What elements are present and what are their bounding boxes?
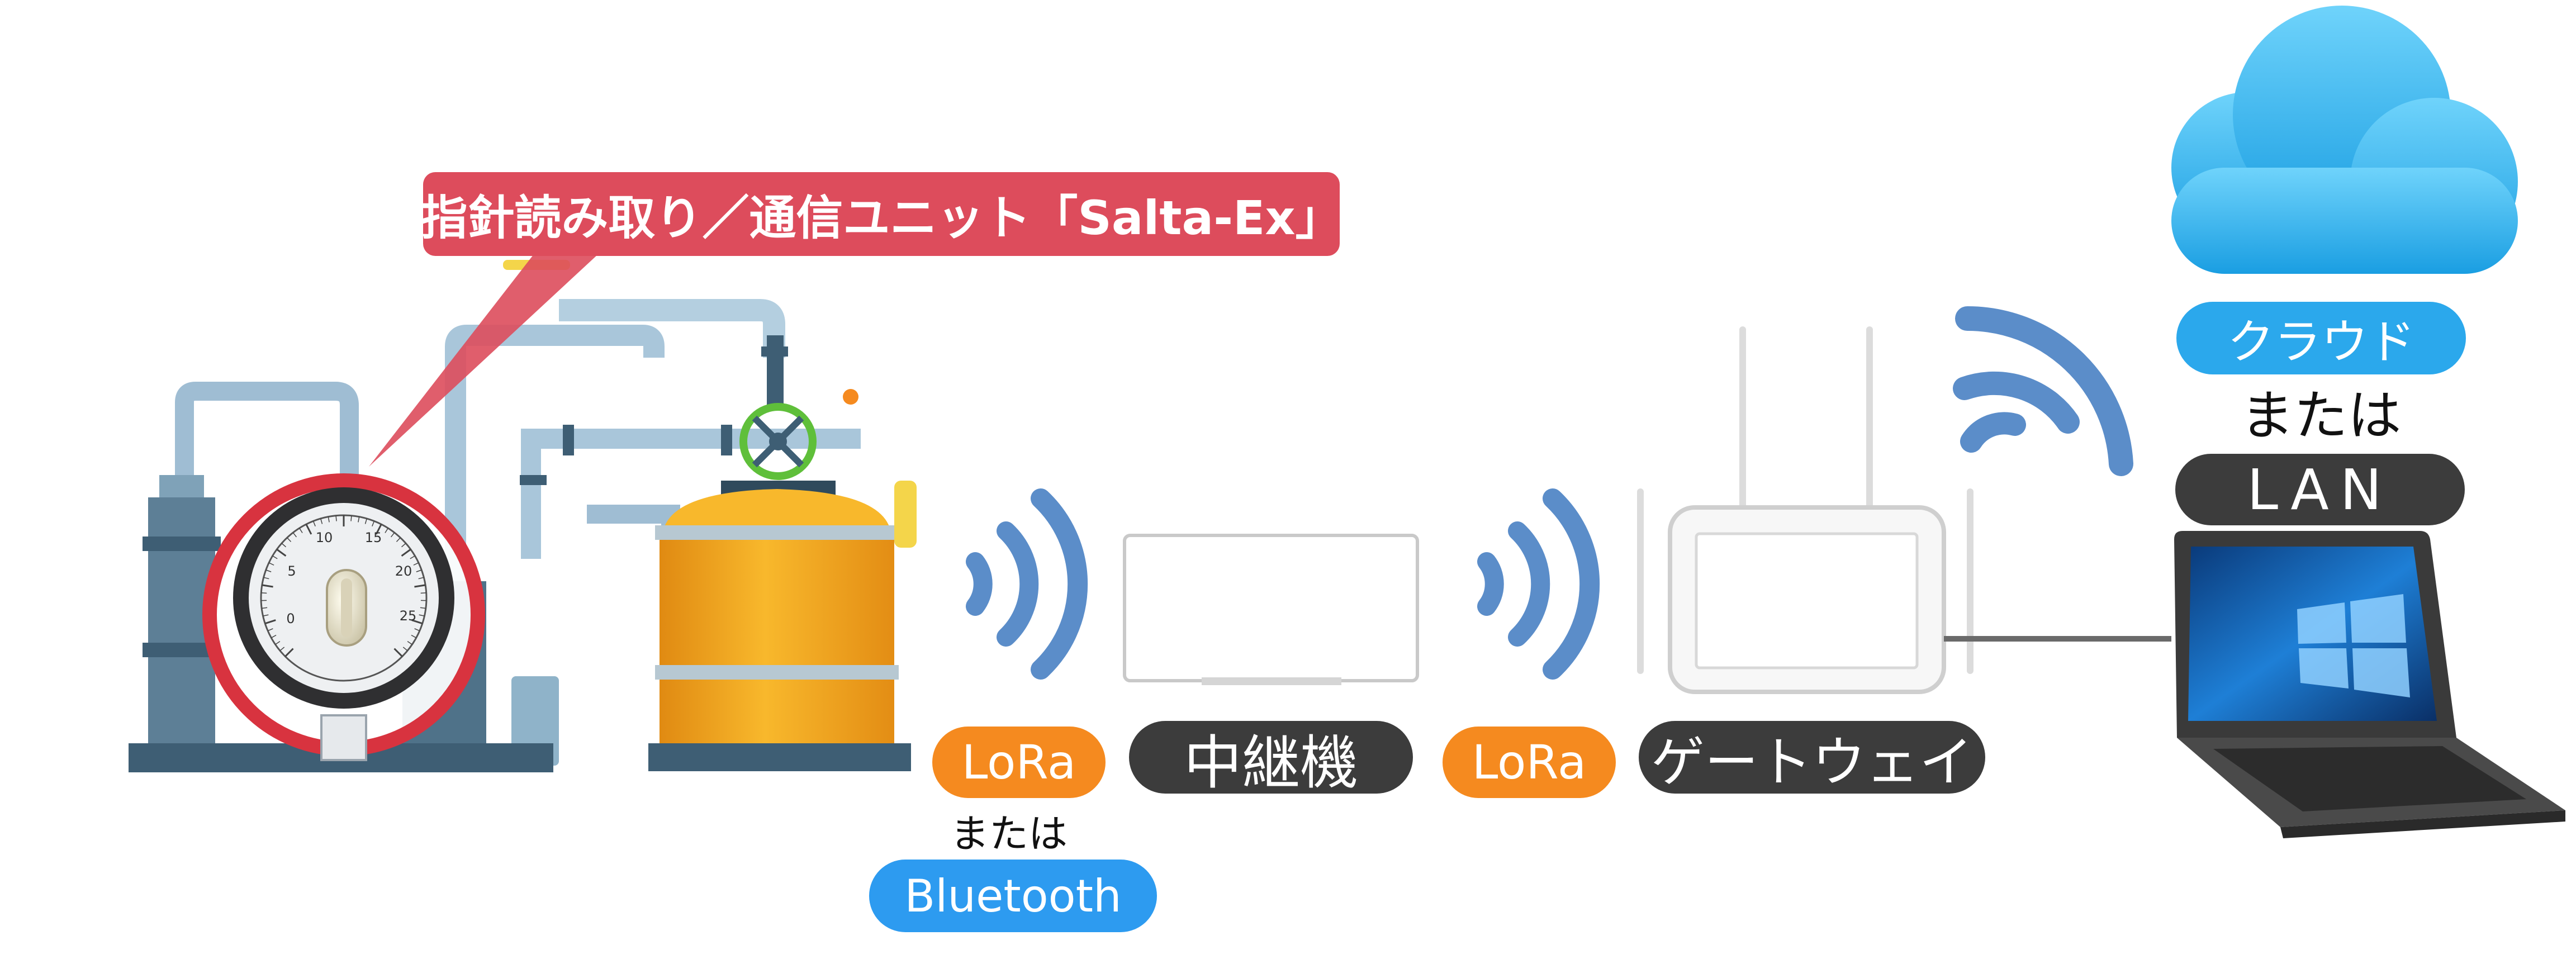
- gauge-tick-mark: [375, 524, 382, 535]
- gauge-tick-mark: [358, 516, 360, 523]
- gauge-tick-mark: [287, 537, 292, 542]
- gauge-tick-mark: [396, 537, 401, 542]
- tank-ring: [655, 665, 899, 680]
- gauge-tick-label: 5: [287, 563, 296, 579]
- gauge-tick-mark: [279, 647, 285, 651]
- lora-badge-1: LoRa: [932, 727, 1106, 798]
- gauge-tick-mark: [299, 528, 303, 533]
- gauge-tick-mark: [402, 647, 408, 651]
- gauge-tick-mark: [312, 521, 316, 526]
- repeater-label: 中継機: [1129, 721, 1413, 797]
- cloud-icon: [2171, 6, 2518, 274]
- tank-valve-stem: [767, 335, 784, 408]
- gauge-tick-mark: [305, 524, 312, 535]
- gauge-tick-mark: [364, 518, 368, 524]
- machine-column-band: [143, 537, 221, 551]
- gauge-tick-label: 20: [395, 563, 412, 579]
- or-label-1: または: [950, 810, 1068, 857]
- gauge-tick-mark: [414, 584, 426, 588]
- tank-ring: [655, 525, 899, 540]
- callout-pointer: [369, 254, 598, 467]
- salta-ex-gauge-unit: 0 5 10 15 20 25: [202, 473, 485, 761]
- gauge-tick-mark: [271, 634, 277, 638]
- lan-label: LAN: [2175, 454, 2465, 525]
- machine-top: [159, 475, 204, 497]
- side-gauge: [894, 481, 917, 548]
- wireless-waves-icon: [1953, 306, 2133, 476]
- gauge-tick-mark: [263, 577, 269, 580]
- salta-ex-callout-label: 指針読み取り／通信ユニット「Salta-Ex」: [420, 172, 1342, 256]
- bluetooth-badge: Bluetooth: [869, 860, 1157, 932]
- valve-hub: [769, 433, 787, 450]
- cloud-label: クラウド: [2176, 302, 2466, 374]
- pipe-flange: [721, 425, 732, 455]
- wireless-waves-icon: [966, 488, 1088, 680]
- gauge-tick-mark: [264, 619, 276, 625]
- gauge-stem: [320, 714, 367, 761]
- gauge-tick-mark: [328, 516, 330, 523]
- gauge-tick-mark: [263, 614, 269, 617]
- gauge-tick-mark: [410, 556, 415, 559]
- wireless-waves-icon: [1477, 488, 1600, 680]
- gauge-reader-knob-slot: [341, 578, 352, 637]
- gauge-tick-mark: [261, 592, 267, 594]
- gauge-tick-mark: [411, 619, 423, 625]
- gauge-tick-label: 0: [286, 611, 295, 626]
- gauge-tick-mark: [268, 562, 274, 566]
- gauge-tick-mark: [411, 634, 417, 638]
- laptop-pc: [2174, 531, 2565, 838]
- pipe-flange: [520, 475, 547, 485]
- gauge-tick-mark: [292, 532, 297, 538]
- gauge-tick-mark: [407, 640, 412, 645]
- repeater-device: [1123, 534, 1419, 685]
- pipe-arch-left: [175, 382, 359, 492]
- gauge-tick-mark: [262, 607, 268, 609]
- gauge-tick-mark: [393, 648, 403, 657]
- gauge-tick-mark: [272, 556, 278, 559]
- side-valve: [843, 389, 858, 405]
- tank-dome: [662, 489, 891, 537]
- gauge-tick-label: 10: [316, 530, 333, 545]
- gauge-tick-mark: [419, 614, 425, 617]
- pipe-upper: [559, 299, 785, 358]
- gauge-tick-mark: [414, 628, 420, 632]
- gauge-tick-mark: [267, 628, 273, 632]
- gateway-device: [1637, 326, 1973, 694]
- gauge-tick-mark: [284, 648, 294, 657]
- windows-logo-icon: [2297, 594, 2410, 697]
- tank-base: [648, 743, 911, 771]
- gauge-ticks: [261, 515, 426, 657]
- lora-badge-2: LoRa: [1443, 727, 1616, 798]
- gauge-tick-mark: [265, 569, 272, 572]
- gauge-tick-mark: [385, 528, 388, 533]
- gauge-tick-mark: [262, 584, 273, 588]
- valve-wheel: [739, 403, 817, 480]
- gateway-label: ゲートウェイ: [1639, 721, 1985, 794]
- or-label-2: または: [2240, 384, 2402, 447]
- gauge-tick-mark: [418, 577, 424, 580]
- gauge-tick-mark: [281, 543, 286, 548]
- pipe-tall: [445, 325, 665, 659]
- gauge-tick-mark: [416, 569, 422, 572]
- gauge-tick-label: 25: [400, 608, 417, 624]
- pipe-mid: [521, 429, 861, 559]
- gauge-tick-mark: [275, 640, 281, 645]
- gauge-tick-label: 15: [365, 530, 382, 545]
- gauge-tick-mark: [372, 521, 375, 526]
- pipe-flange: [563, 425, 574, 455]
- gauge-tick-mark: [350, 515, 352, 521]
- gauge-tick-mark: [413, 562, 419, 566]
- gauge-tick-mark: [401, 543, 406, 548]
- gauge-tick-mark: [420, 607, 426, 609]
- gauge-tick-mark: [320, 518, 323, 524]
- yellow-tank: [660, 534, 894, 743]
- gauge-tick-mark: [420, 592, 426, 594]
- gauge-tick-mark: [276, 548, 287, 557]
- gauge-tick-mark: [390, 532, 395, 538]
- gauge-tick-mark: [401, 548, 411, 557]
